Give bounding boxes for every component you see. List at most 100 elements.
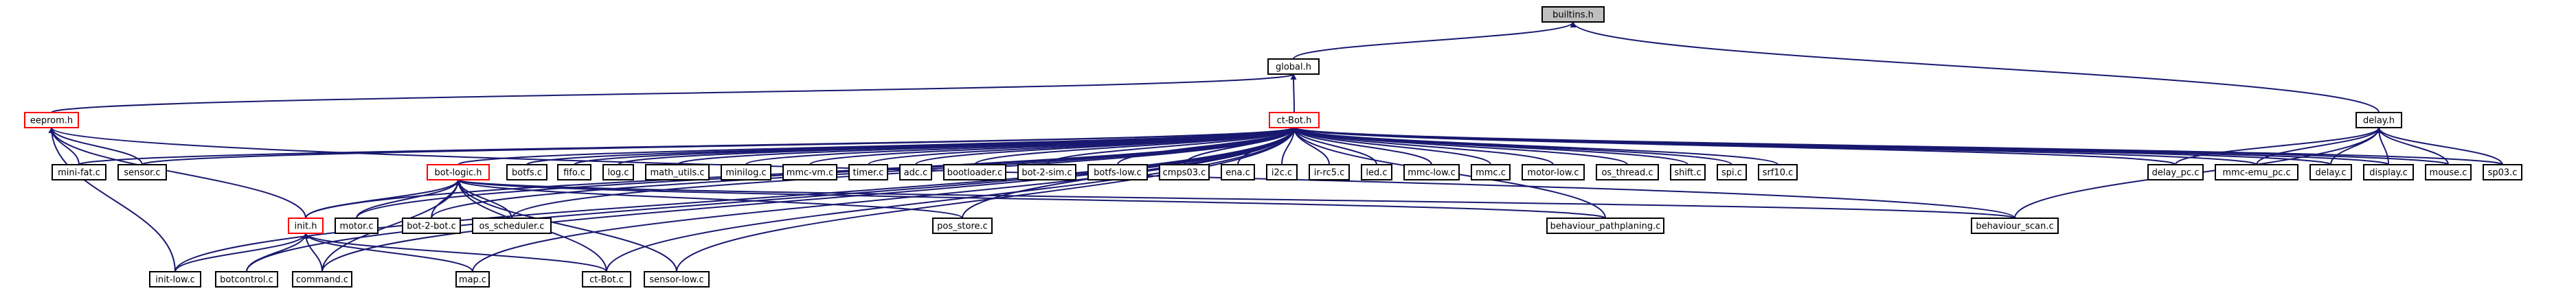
node-init-h[interactable]: init.h [288,218,324,234]
node-botcontrol-c[interactable]: botcontrol.c [215,271,278,288]
edge-init_low_c-to-init_h [174,233,309,272]
node-label: i2c.c [1272,168,1292,178]
edge-sp03_c-to-ct_bot_h [1291,127,2503,165]
edge-ct_bot_c-to-init_h [302,233,607,272]
edge-init_h-to-bot_logic_h [305,179,462,219]
node-label: eeprom.h [30,116,73,126]
node-label: motor.c [339,222,373,232]
node-box [932,218,993,234]
node-label: sp03.c [2488,168,2518,178]
node-log-c[interactable]: log.c [602,164,634,180]
node-box [2355,112,2402,128]
node-builtins-h[interactable]: builtins.h [1541,6,1605,23]
node-adc-c[interactable]: adc.c [899,164,932,180]
node-botfs-c[interactable]: botfs.c [506,164,547,180]
node-delay-h[interactable]: delay.h [2355,112,2402,128]
node-label: delay_pc.c [2152,168,2200,178]
node-display-c[interactable]: display.c [2363,164,2414,180]
node-label: cmps03.c [1163,168,1206,178]
edge-init_low_c-to-eeprom_h [48,127,176,272]
node-mini-fat-c[interactable]: mini-fat.c [52,164,106,180]
node-os-scheduler-c[interactable]: os_scheduler.c [472,218,552,234]
edge-behaviour_pathplaning_c-to-bot_logic_h [455,179,1606,219]
edge-delay_h-to-builtins_h [1570,21,2380,113]
node-box [645,164,710,180]
edge-init_h-to-eeprom_h [48,127,306,219]
node-ct-bot-c[interactable]: ct-Bot.c [582,271,631,288]
node-sensor-low-c[interactable]: sensor-low.c [644,271,710,288]
edge-delay_pc_c-to-delay_h [2175,127,2382,165]
node-sp03-c[interactable]: sp03.c [2483,164,2522,180]
node-mmc-vm-c[interactable]: mmc-vm.c [782,164,837,180]
node-box [1596,164,1659,180]
node-spi-c[interactable]: spi.c [1717,164,1747,180]
node-bot-logic-h[interactable]: bot-logic.h [427,164,490,180]
node-botfs-low-c[interactable]: botfs-low.c [1087,164,1148,180]
node-box [288,218,324,234]
node-label: sensor.c [124,168,160,178]
node-delay-pc-c[interactable]: delay_pc.c [2147,164,2204,180]
node-init-low-c[interactable]: init-low.c [149,271,201,288]
nodes: builtins.h global.h delay.h eeprom.h ct-Bot.… [24,6,2522,288]
node-box [1309,164,1350,180]
node-box [2425,164,2472,180]
edge-sp03_c-to-delay_h [2375,127,2503,165]
node-led-c[interactable]: led.c [1361,164,1392,180]
node-i2c-c[interactable]: i2c.c [1266,164,1298,180]
node-behaviour-pathplaning-c[interactable]: behaviour_pathplaning.c [1546,218,1664,234]
node-box [472,218,552,234]
node-mmc-low-c[interactable]: mmc-low.c [1403,164,1460,180]
edge-sensor_c-to-eeprom_h [48,127,143,165]
node-box [215,271,278,288]
node-ct-bot-h[interactable]: ct-Bot.h [1269,112,1320,128]
node-eeprom-h[interactable]: eeprom.h [24,112,79,128]
node-box [943,164,1006,180]
node-map-c[interactable]: map.c [455,271,490,288]
node-label: mmc-emu_pc.c [2222,168,2290,178]
node-srf10-c[interactable]: srf10.c [1758,164,1798,180]
node-global-h[interactable]: global.h [1267,58,1320,75]
node-box [2147,164,2204,180]
edge-motor_low_c-to-ct_bot_h [1291,127,1554,165]
node-label: sensor-low.c [649,275,703,285]
node-minilog-c[interactable]: minilog.c [721,164,771,180]
node-box [2363,164,2414,180]
node-behaviour-scan-c[interactable]: behaviour_scan.c [1971,218,2059,234]
node-pos-store-c[interactable]: pos_store.c [932,218,993,234]
node-bot-2-sim-c[interactable]: bot-2-sim.c [1017,164,1076,180]
node-motor-c[interactable]: motor.c [335,218,379,234]
node-box [1403,164,1460,180]
node-mmc-c[interactable]: mmc.c [1471,164,1511,180]
node-timer-c[interactable]: timer.c [848,164,888,180]
edge-bootloader_c-to-ct_bot_h [974,127,1298,165]
node-box [2309,164,2352,180]
node-mmc-emu-pc-c[interactable]: mmc-emu_pc.c [2215,164,2298,180]
node-motor-low-c[interactable]: motor-low.c [1522,164,1585,180]
node-cmps03-c[interactable]: cmps03.c [1159,164,1210,180]
node-box [1017,164,1076,180]
node-mouse-c[interactable]: mouse.c [2425,164,2472,180]
node-delay-c[interactable]: delay.c [2309,164,2352,180]
edge-map_c-to-ct_bot_h [472,127,1298,272]
node-fifo-c[interactable]: fifo.c [557,164,591,180]
node-label: delay.h [2363,116,2395,126]
node-ir-rc5-c[interactable]: ir-rc5.c [1309,164,1350,180]
node-label: display.c [2369,168,2408,178]
node-label: fifo.c [563,168,585,178]
edge-pos_store_c-to-bot_logic_h [455,179,963,219]
edge-botcontrol_c-to-init_h [246,233,309,272]
node-bootloader-c[interactable]: bootloader.c [943,164,1006,180]
node-sensor-c[interactable]: sensor.c [117,164,167,180]
node-box [455,271,490,288]
edge-ct_bot_c-to-ct_bot_h [606,127,1298,272]
node-label: mmc.c [1476,168,1506,178]
node-command-c[interactable]: command.c [292,271,352,288]
node-bot-2-bot-c[interactable]: bot-2-bot.c [402,218,461,234]
node-ena-c[interactable]: ena.c [1221,164,1255,180]
node-shift-c[interactable]: shift.c [1670,164,1706,180]
node-math-utils-c[interactable]: math_utils.c [645,164,710,180]
node-box [1087,164,1148,180]
node-os-thread-c[interactable]: os_thread.c [1596,164,1659,180]
node-label: bot-logic.h [435,168,482,178]
node-box [848,164,888,180]
